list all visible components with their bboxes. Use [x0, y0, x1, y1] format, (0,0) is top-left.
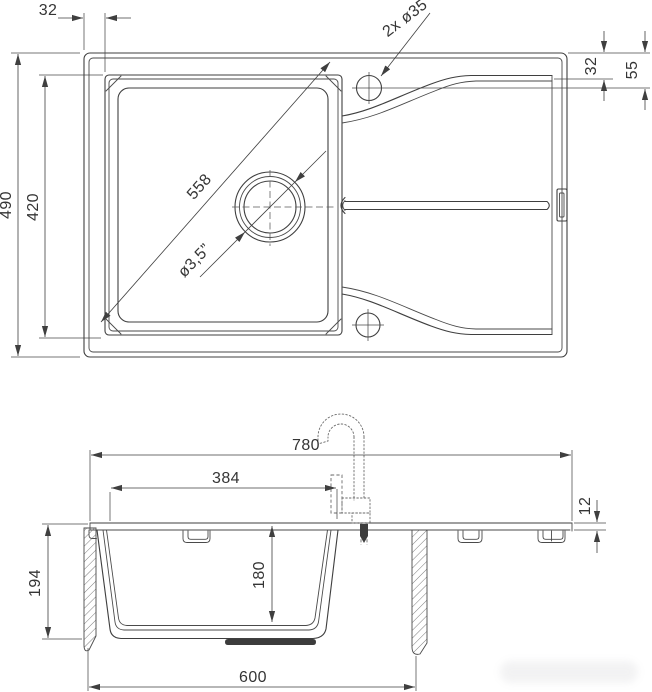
dim-label-bowl-diagonal: 558	[184, 171, 215, 203]
handle-outer	[556, 188, 568, 222]
dim-edge-to-hole-center: 55	[624, 31, 649, 110]
bowl-inner	[117, 87, 329, 323]
bowl-drain-shadow	[225, 639, 316, 645]
clip-3	[537, 530, 566, 543]
dim-overall-height: 194	[27, 523, 88, 640]
drainer-board	[340, 74, 553, 336]
drain	[232, 170, 336, 246]
clip-2-inner	[462, 530, 480, 540]
handle-inner	[559, 192, 565, 218]
cabinet-wall-right	[411, 529, 428, 655]
groove-lines	[344, 200, 550, 211]
section-view: 780 384 12 180 194	[27, 413, 606, 691]
dim-label-cabinet-width: 600	[239, 669, 267, 686]
faucet-body	[341, 497, 371, 514]
clip-2	[457, 530, 483, 543]
groove-left-cap-inner	[342, 200, 346, 211]
clip-3-inner	[542, 530, 564, 540]
dim-edge-to-drainer: 32	[554, 31, 650, 101]
faucet-spout-outer	[317, 413, 365, 445]
drainer-bottom-wave-1	[341, 293, 553, 336]
groove-left-cap-outer	[340, 196, 346, 215]
drainer-bottom-wave-2	[341, 286, 553, 330]
dim-label-drain: ø3,5”	[175, 241, 215, 281]
dim-label-bowl-to-tap: 384	[212, 470, 240, 487]
sink-outline	[83, 52, 568, 358]
dim-label-rim-to-bowl: 32	[39, 2, 58, 19]
faucet-tail-clamp	[360, 524, 368, 543]
tap-holes	[352, 72, 650, 341]
top-view: 32 490 420 558 ø3,5”	[0, 0, 650, 358]
cabinet-wall-left	[83, 527, 97, 652]
dim-label-bowl-depth: 180	[251, 561, 268, 589]
watermark	[500, 661, 638, 683]
sink-inner-edge	[88, 57, 563, 353]
dim-label-overall-width: 780	[292, 437, 320, 454]
bowl	[104, 74, 343, 336]
faucet-base	[351, 512, 371, 524]
dim-label-top-thickness: 12	[577, 497, 594, 516]
dim-label-tap-holes: 2x ø35	[380, 0, 431, 41]
bowl-rim-mid	[108, 78, 339, 332]
drainer-groove	[340, 196, 550, 215]
bowl-rim-outer	[104, 74, 343, 336]
bowl-wall-inner	[102, 529, 332, 631]
faucet-spout-inner	[327, 423, 355, 438]
faucet-phantom	[317, 413, 371, 545]
dim-label-overall-height: 194	[27, 569, 44, 597]
dim-bowl-outer-depth: 420	[25, 74, 103, 339]
dim-bowl-diagonal: 558	[100, 61, 331, 323]
drainer-top-wave-2	[341, 80, 553, 124]
dim-label-overall-depth: 490	[0, 191, 15, 219]
rim-handle	[556, 188, 568, 222]
dim-label-edge-to-drainer: 32	[583, 57, 600, 76]
dim-overall-width: 780	[89, 437, 573, 521]
dim-bowl-depth: 180	[251, 526, 276, 622]
bowl-corner-chamfers	[105, 75, 342, 335]
bowl-section	[96, 529, 339, 645]
drainer-top-wave-1	[341, 74, 553, 117]
faucet-lever	[330, 474, 343, 514]
dim-tap-holes: 2x ø35	[380, 0, 431, 77]
dim-cabinet-width: 600	[87, 648, 417, 691]
mounting-clips	[182, 530, 566, 543]
dim-rim-to-bowl: 32	[39, 2, 131, 72]
bowl-wall-outer	[96, 529, 339, 640]
dim-bowl-to-tap: 384	[109, 470, 338, 521]
dim-top-thickness: 12	[574, 497, 606, 553]
dim-label-bowl-outer-depth: 420	[25, 193, 42, 221]
clip-1-inner	[187, 530, 209, 540]
bowl-wall-inner2	[106, 529, 328, 626]
dim-label-edge-to-hole-center: 55	[624, 61, 641, 80]
clip-1	[182, 530, 211, 543]
dim-overall-depth: 490	[0, 52, 80, 358]
